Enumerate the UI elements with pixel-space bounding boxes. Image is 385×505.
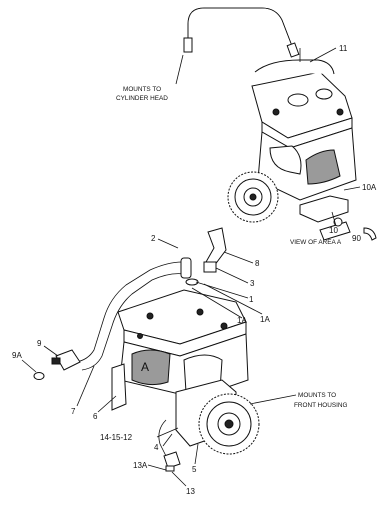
leader-1a-right: [203, 283, 263, 315]
leader-9: [43, 345, 59, 357]
fitting-90: [363, 227, 377, 241]
callout-1a-left: 1A: [237, 316, 247, 325]
callout-3: 3: [250, 279, 255, 288]
leader-6: [97, 395, 117, 413]
top-compressor-assembly: [183, 7, 357, 241]
callout-13: 13: [186, 487, 195, 496]
leader-11: [309, 47, 337, 63]
callout-7: 7: [71, 407, 76, 416]
callout-13a: 13A: [133, 461, 148, 470]
callout-2: 2: [151, 234, 156, 243]
callout-1a-right: 1A: [260, 315, 270, 324]
leader-5: [194, 443, 199, 465]
callout-90: 90: [352, 234, 361, 243]
leader-10a: [343, 186, 361, 191]
view-of-area-a: VIEW OF AREA A: [290, 239, 342, 246]
leader-13: [171, 471, 187, 487]
mounts-to-front-housing-line2: FRONT HOUSING: [294, 402, 348, 409]
leader-10: [331, 211, 337, 227]
mounts-to-front-housing-line1: MOUNTS TO: [298, 392, 336, 399]
leader-mounts-cyl: [175, 54, 184, 85]
leader-9a: [21, 359, 37, 373]
callout-10: 10: [329, 226, 338, 235]
mounts-to-cylinder-head-line2: CYLINDER HEAD: [116, 95, 168, 102]
callout-1: 1: [249, 295, 254, 304]
callout-8: 8: [255, 259, 260, 268]
leader-2: [157, 238, 179, 249]
callout-4: 4: [154, 443, 159, 452]
leader-13a: [147, 464, 167, 471]
area-a-marker: A: [141, 360, 149, 374]
bottom-compressor-assembly: [33, 227, 260, 472]
callout-10a: 10A: [362, 183, 377, 192]
leader-7: [76, 365, 95, 407]
leader-1a-left: [191, 287, 243, 319]
callout-5: 5: [192, 465, 197, 474]
leader-14-15-12: [156, 427, 179, 438]
callout-9a: 9A: [12, 351, 22, 360]
leader-3: [215, 267, 249, 284]
leader-4: [162, 433, 173, 447]
mounts-to-cylinder-head-line1: MOUNTS TO: [123, 86, 161, 93]
leader-8: [223, 251, 254, 264]
callout-11: 11: [339, 44, 348, 53]
leader-mounts-front: [249, 394, 297, 405]
callout-14-15-12: 14-15-12: [100, 433, 133, 442]
callout-9: 9: [37, 339, 42, 348]
callout-6: 6: [93, 412, 98, 421]
